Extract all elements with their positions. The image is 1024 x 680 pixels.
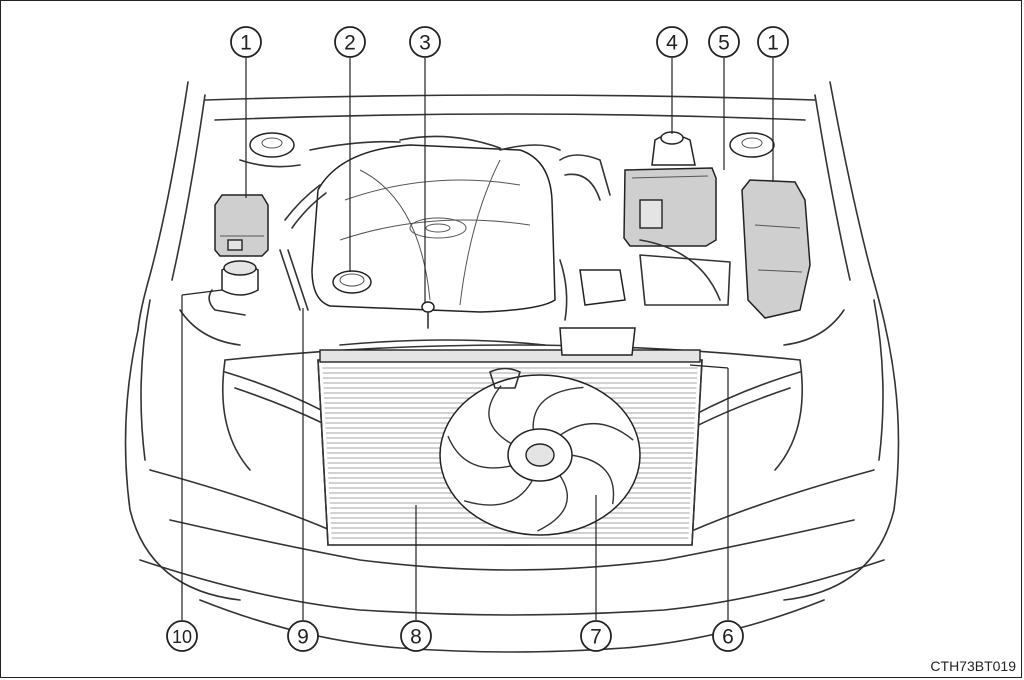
oil-filler-cap xyxy=(332,270,372,294)
fan-blade xyxy=(532,386,584,432)
callout-8: 8 xyxy=(400,620,432,652)
right-components xyxy=(559,154,731,321)
callout-7: 7 xyxy=(580,620,612,652)
fan-blade xyxy=(569,454,615,505)
fan-blade xyxy=(537,473,568,532)
callout-label: 7 xyxy=(590,626,602,649)
callout-label: 1 xyxy=(240,32,252,55)
fuse-box-right xyxy=(741,179,811,319)
callout-9: 9 xyxy=(287,620,319,652)
fan-blade xyxy=(463,478,534,506)
coolant-reservoir xyxy=(651,131,696,166)
callout-label: 2 xyxy=(344,32,356,55)
callout-10: 10 xyxy=(166,620,198,652)
callout-3: 3 xyxy=(409,26,441,58)
callout-label: 6 xyxy=(722,626,734,649)
fuse-box-left xyxy=(214,194,269,257)
callout-label: 10 xyxy=(172,627,192,647)
fan-blade xyxy=(488,385,514,446)
cooling-fan xyxy=(439,374,641,536)
washer-fluid-cap xyxy=(208,260,259,316)
left-hoses xyxy=(239,159,327,311)
callout-6: 6 xyxy=(712,620,744,652)
callout-label: 4 xyxy=(666,32,678,55)
callout-label: 5 xyxy=(718,32,730,55)
figure-code: CTH73BT019 xyxy=(930,658,1016,674)
callout-1-top-right: 1 xyxy=(757,26,789,58)
callout-label: 3 xyxy=(419,32,431,55)
callout-label: 9 xyxy=(297,626,309,649)
fan-blade xyxy=(447,435,514,469)
callout-2: 2 xyxy=(334,26,366,58)
upper-hoses xyxy=(309,135,561,151)
engine-cover xyxy=(311,144,556,313)
callout-4: 4 xyxy=(656,26,688,58)
oil-dipstick xyxy=(421,301,435,329)
leader-lines xyxy=(181,58,774,620)
callout-label: 8 xyxy=(410,626,422,649)
callout-label: 1 xyxy=(767,32,779,55)
car-body-outline xyxy=(124,81,900,653)
strut-towers xyxy=(249,132,775,158)
callout-5: 5 xyxy=(708,26,740,58)
battery xyxy=(623,167,717,247)
fan-blade xyxy=(558,422,634,441)
radiator-support xyxy=(339,327,636,389)
callout-1-top-left: 1 xyxy=(230,26,262,58)
